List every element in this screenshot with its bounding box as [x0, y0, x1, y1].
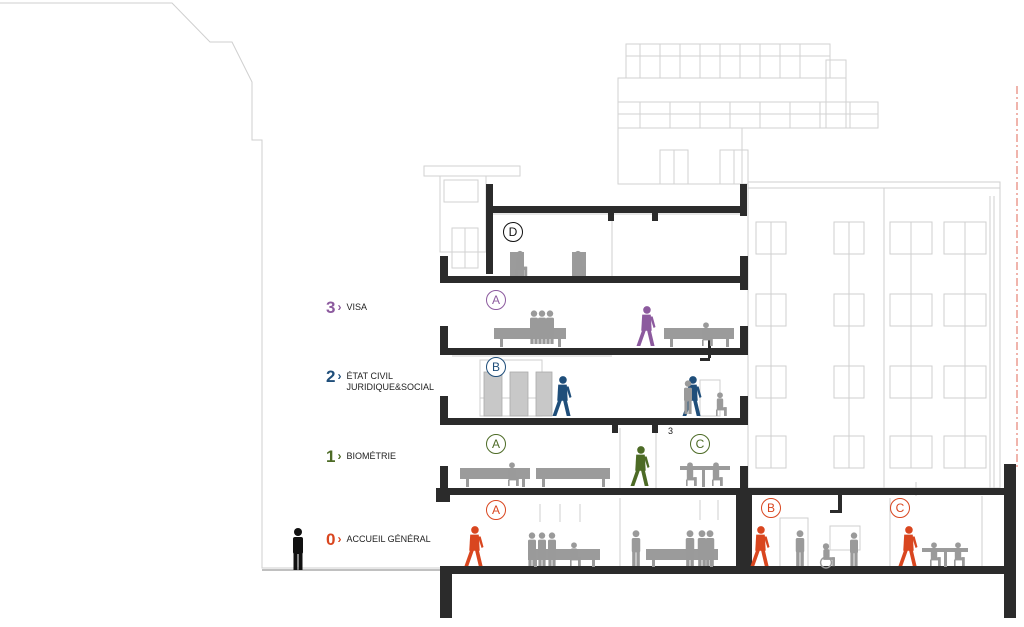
- person-standing-icon: [850, 532, 858, 566]
- person-seated-icon: [508, 462, 519, 486]
- person-standing-icon: [538, 310, 546, 344]
- person-seated-icon: [716, 392, 727, 416]
- person-standing-icon: [546, 310, 554, 344]
- person-walking-icon: [552, 376, 572, 416]
- person-seated-icon: [930, 542, 941, 566]
- person-walking-icon: [750, 526, 770, 566]
- person-walking-icon: [898, 526, 918, 566]
- wheelchair-icon: [819, 543, 835, 569]
- floor-title-biometrie: BIOMÉTRIE: [346, 451, 396, 461]
- floor-chevron-2: ›: [337, 369, 342, 383]
- floor-title-etat-civil: ÉTAT CIVIL: [346, 371, 393, 381]
- person-seated-icon: [573, 250, 586, 276]
- ground-floor-slab: [440, 488, 1016, 495]
- person-standing-icon: [631, 530, 641, 566]
- person-seated-icon: [954, 542, 965, 566]
- structure-cut: [436, 184, 1016, 618]
- floor-chevron-0: ›: [337, 532, 342, 546]
- floor-chevron-3: ›: [337, 300, 342, 314]
- person-standing-icon: [697, 530, 707, 566]
- floor-number-1: 1: [326, 447, 336, 466]
- person-walking-icon: [630, 446, 650, 486]
- floor-label-accueil: 0 › ACCUEIL GÉNÉRAL: [326, 531, 431, 548]
- second-floor-slab: [440, 348, 748, 355]
- floor-title-juridique-social: JURIDIQUE&SOCIAL: [346, 382, 434, 392]
- zone-marker-a-ground: A: [486, 500, 506, 520]
- person-standing-icon: [538, 532, 546, 566]
- person-standing-icon: [795, 530, 805, 566]
- zone-marker-b-second: B: [486, 357, 506, 377]
- person-seated-icon: [686, 462, 697, 486]
- person-walking-icon: [636, 306, 656, 346]
- stair-number: 3: [668, 426, 674, 436]
- person-seated-icon: [712, 462, 723, 486]
- left-side-outline: [423, 165, 521, 269]
- base-slab: [444, 566, 1016, 574]
- counter-desks: [483, 371, 553, 417]
- left-neighbour-outline: [0, 2, 440, 569]
- floor-label-biometrie: 1 › BIOMÉTRIE: [326, 448, 396, 465]
- third-floor-slab: [440, 276, 748, 283]
- zone-marker-c-first: C: [690, 434, 710, 454]
- floor-label-visa: 3 › VISA: [326, 299, 367, 316]
- person-standing-icon: [548, 532, 556, 566]
- person-standing-icon: [705, 530, 715, 566]
- first-floor-slab: [440, 418, 748, 425]
- person-seated-icon: [570, 542, 581, 566]
- person-seated-icon: [515, 250, 528, 276]
- zone-marker-c-ground: C: [890, 498, 910, 518]
- right-facade-outline: [747, 181, 1001, 489]
- floor-title-visa: VISA: [346, 302, 367, 312]
- person-standing-icon: [684, 380, 692, 414]
- zone-marker-a-third: A: [486, 290, 506, 310]
- zone-marker-b-ground: B: [761, 498, 781, 518]
- zone-marker-d-top: D: [503, 222, 523, 242]
- floor-title-accueil: ACCUEIL GÉNÉRAL: [346, 534, 431, 544]
- floor-label-etat-civil: 2 › ÉTAT CIVIL JURIDIQUE&SOCIAL: [326, 368, 434, 393]
- floor-chevron-1: ›: [337, 449, 342, 463]
- person-standing-icon: [685, 530, 695, 566]
- person-seated-icon: [702, 322, 713, 346]
- zone-marker-a-first: A: [486, 434, 506, 454]
- person-walking-icon: [464, 526, 484, 566]
- rear-building-outline: [617, 43, 879, 185]
- person-standing-icon: [293, 528, 303, 570]
- floor-number-0: 0: [326, 530, 336, 549]
- floor-number-2: 2: [326, 367, 336, 386]
- person-standing-icon: [528, 532, 536, 566]
- roof-slab: [486, 206, 742, 213]
- floor-number-3: 3: [326, 298, 336, 317]
- person-standing-icon: [530, 310, 538, 344]
